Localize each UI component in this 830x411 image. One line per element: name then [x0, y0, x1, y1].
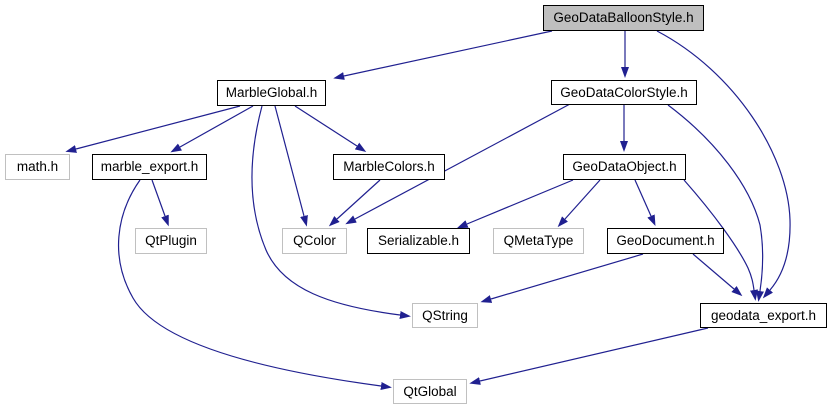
node-qtglobal: QtGlobal [393, 379, 467, 404]
node-marblecolors-h[interactable]: MarbleColors.h [333, 154, 445, 180]
node-label-geodataobject-h: GeoDataObject.h [572, 159, 677, 175]
node-label-qcolor: QColor [293, 233, 336, 249]
edge-marbleglobal-h-to-qcolor [274, 105, 308, 227]
node-qstring: QString [412, 303, 478, 328]
node-marbleglobal-h[interactable]: MarbleGlobal.h [217, 80, 326, 106]
node-qtplugin: QtPlugin [135, 228, 207, 254]
edge-geodataballoonstyle-h-to-marbleglobal-h [333, 30, 553, 80]
node-label-geodataballoonstyle-h: GeoDataBalloonStyle.h [553, 10, 694, 26]
edge-geodataobject-h-to-serializable-h [456, 179, 574, 229]
edge-marbleglobal-h-to-marblecolors-h [294, 105, 367, 152]
edge-geodatacolorstyle-h-to-geodata-export-h [667, 104, 764, 302]
node-serializable-h[interactable]: Serializable.h [367, 228, 470, 254]
edge-marbleglobal-h-to-math-h [65, 105, 241, 153]
node-geodataobject-h[interactable]: GeoDataObject.h [563, 154, 686, 180]
edge-geodataobject-h-to-geodata-export-h [683, 179, 758, 301]
edge-geodataobject-h-to-qmetatype [557, 179, 601, 228]
edge-marbleglobal-h-to-qstring [251, 105, 411, 319]
node-label-geodatacolorstyle-h: GeoDataColorStyle.h [560, 84, 688, 100]
node-label-qmetatype: QMetaType [503, 233, 574, 249]
node-label-marblecolors-h: MarbleColors.h [343, 159, 435, 175]
edge-marble-export-h-to-qtplugin [151, 179, 169, 227]
edge-geodocument-h-to-qstring [480, 253, 644, 303]
node-qcolor: QColor [282, 228, 347, 254]
node-geodataballoonstyle-h: GeoDataBalloonStyle.h [543, 5, 704, 31]
node-label-qtplugin: QtPlugin [145, 233, 197, 249]
node-geodocument-h[interactable]: GeoDocument.h [607, 228, 724, 254]
node-qmetatype: QMetaType [493, 228, 584, 254]
node-label-qstring: QString [422, 307, 468, 323]
node-label-serializable-h: Serializable.h [377, 233, 460, 249]
node-label-qtglobal: QtGlobal [403, 383, 457, 399]
node-math-h: math.h [5, 154, 70, 180]
node-label-geodocument-h: GeoDocument.h [616, 233, 715, 249]
node-geodata-export-h[interactable]: geodata_export.h [700, 303, 827, 328]
node-marble-export-h[interactable]: marble_export.h [92, 154, 207, 180]
edge-marble-export-h-to-qtglobal [117, 179, 392, 390]
node-label-marbleglobal-h: MarbleGlobal.h [225, 85, 318, 101]
edge-marblecolors-h-to-qcolor [328, 179, 381, 227]
node-geodatacolorstyle-h[interactable]: GeoDataColorStyle.h [551, 80, 697, 105]
node-label-marble-export-h: marble_export.h [100, 159, 199, 175]
edge-geodata-export-h-to-qtglobal [469, 327, 709, 385]
edge-geodatacolorstyle-h-to-qcolor [345, 103, 571, 225]
edge-geodataobject-h-to-geodocument-h [634, 179, 656, 227]
edge-marbleglobal-h-to-marble-export-h [170, 105, 254, 153]
edge-geodataballoonstyle-h-to-geodata-export-h [656, 30, 791, 299]
node-label-math-h: math.h [16, 159, 59, 175]
node-label-geodata-export-h: geodata_export.h [710, 307, 817, 323]
edge-geodocument-h-to-geodata-export-h [692, 253, 743, 297]
